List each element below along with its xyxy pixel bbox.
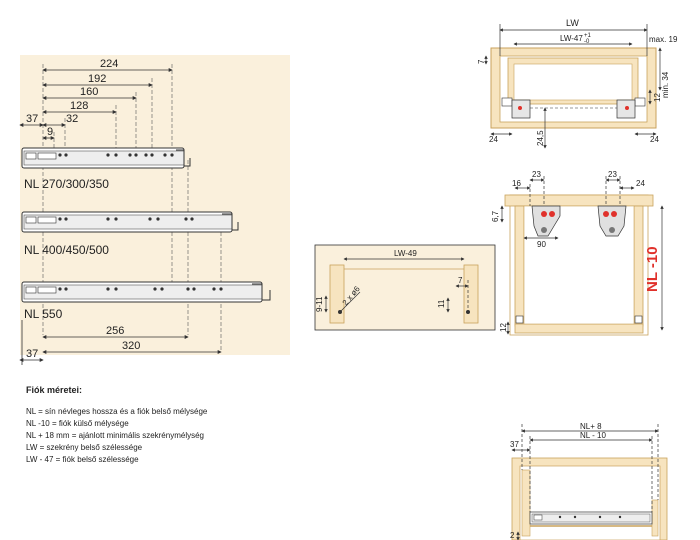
dim-37-bottom: 37 <box>26 348 38 360</box>
dim-lw: LW <box>566 18 579 28</box>
dim-16: 16 <box>512 179 521 188</box>
dim-24-left: 24 <box>489 135 498 144</box>
locking-device-left <box>531 205 561 237</box>
dim-256: 256 <box>106 325 124 337</box>
bottom-dimension-lines <box>19 320 222 365</box>
legend-line-2: NL -10 = fiók külső mélysége <box>26 419 129 428</box>
dim-37-side: 37 <box>510 440 519 449</box>
legend-line-1: NL = sín névleges hossza és a fiók belső… <box>26 407 208 416</box>
dim-90: 90 <box>537 240 546 249</box>
dim-7-top: 7 <box>477 59 486 64</box>
legend-title: Fiók méretei: <box>26 385 83 395</box>
dim-max-19: max. 19 <box>649 35 678 44</box>
dim-12-top: 12 <box>653 93 662 102</box>
dim-nl-minus-10: NL - 10 <box>580 431 606 440</box>
locking-device-right <box>597 205 627 237</box>
rail-1-label: NL 270/300/350 <box>24 177 109 191</box>
dim-11: 11 <box>437 299 446 308</box>
cabinet-side-section <box>511 457 668 540</box>
legend-line-4: LW = szekrény belső szélessége <box>26 443 143 452</box>
dim-23-left: 23 <box>532 170 541 179</box>
middle-right-dims <box>500 176 664 335</box>
dim-224: 224 <box>100 58 118 70</box>
rail-3-label: NL 550 <box>24 307 63 321</box>
dim-tolerance-plus: +1 <box>584 33 592 39</box>
dim-37: 37 <box>26 113 38 125</box>
dim-32: 32 <box>66 113 78 125</box>
dim-tolerance-minus: -0 <box>584 39 590 45</box>
dim-nl-10-red: NL -10 <box>644 246 661 292</box>
dim-12-mid: 12 <box>499 323 508 332</box>
dim-128: 128 <box>70 100 88 112</box>
dim-7-mid: 7 <box>458 276 463 285</box>
dim-6-7: 6,7 <box>491 210 500 222</box>
dim-nl-plus-8: NL+ 8 <box>580 422 602 431</box>
dim-24-mid: 24 <box>636 179 645 188</box>
cabinet-front-section <box>490 47 657 129</box>
rail-1 <box>21 147 191 169</box>
top-dimension-lines <box>19 68 173 140</box>
legend-block: Fiók méretei: NL = sín névleges hossza é… <box>26 384 306 466</box>
rail-2 <box>21 211 239 233</box>
legend-line-3: NL + 18 mm = ajánlott minimális szekrény… <box>26 431 204 440</box>
dim-24-5: 24,5 <box>536 130 545 146</box>
rail-2-label: NL 400/450/500 <box>24 243 109 257</box>
drawer-top-view <box>504 194 654 336</box>
dim-lw-49: LW-49 <box>394 249 417 258</box>
dim-24-right: 24 <box>650 135 659 144</box>
dim-320: 320 <box>122 340 140 352</box>
dim-min-34: min. 34 <box>661 71 670 98</box>
bottom-right-dims <box>511 424 659 540</box>
rail-3 <box>21 281 271 303</box>
left-panel-background <box>20 55 290 355</box>
dim-23-right: 23 <box>608 170 617 179</box>
dim-9: 9 <box>47 126 53 138</box>
dim-160: 160 <box>80 86 98 98</box>
middle-left-dims <box>324 257 469 313</box>
dim-2: 2 <box>510 531 515 540</box>
dim-9-11: 9-11 <box>315 296 324 312</box>
dim-lw-47: LW-47 <box>560 34 583 43</box>
legend-line-5: LW - 47 = fiók belső szélessége <box>26 455 139 464</box>
dim-192: 192 <box>88 73 106 85</box>
top-right-dims <box>484 24 662 149</box>
